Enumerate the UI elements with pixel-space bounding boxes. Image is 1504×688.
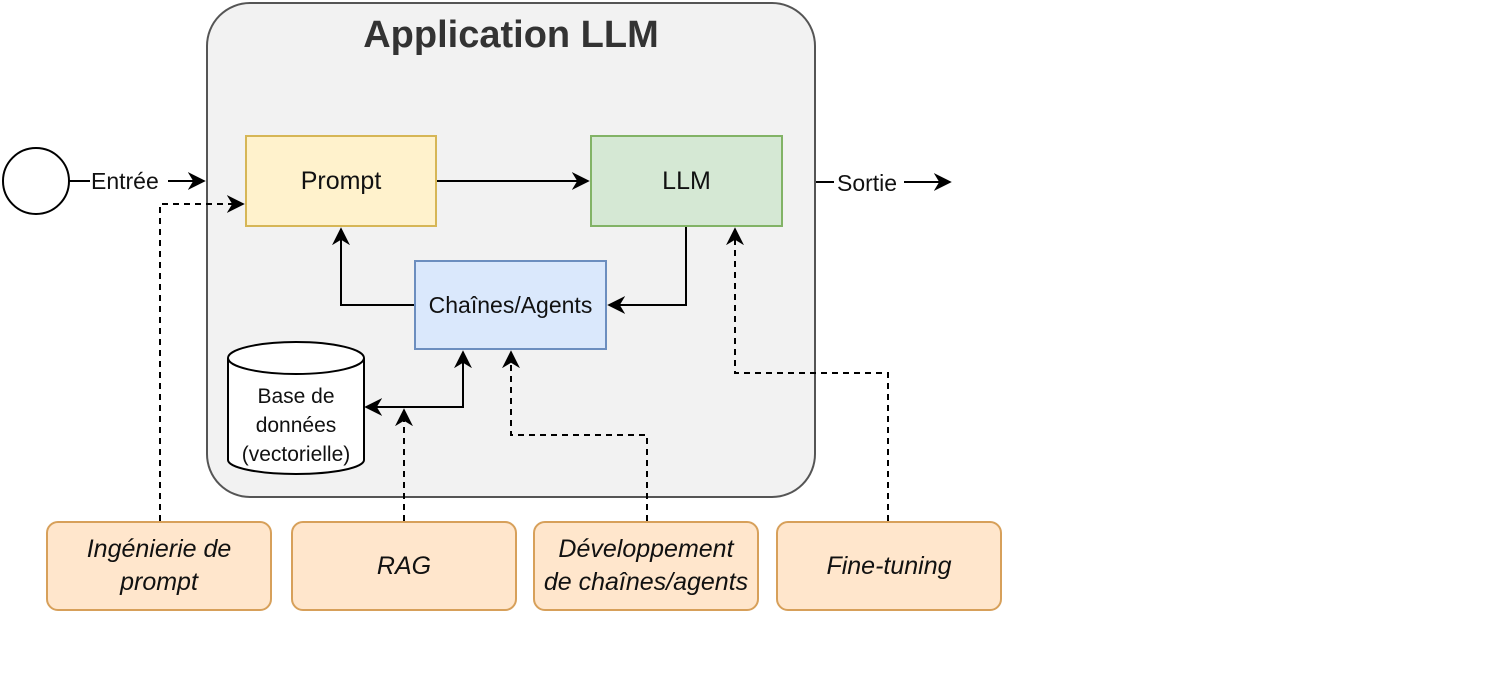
database-to-chains-arrow xyxy=(400,350,472,408)
database-top xyxy=(227,341,365,375)
practice-label-line-1: Développement xyxy=(558,535,734,563)
database-node-label: Base de données (vectorielle) xyxy=(228,382,364,469)
practice-label-line-1: Ingénierie de xyxy=(86,535,232,563)
chains-agents-node[interactable]: Chaînes/Agents xyxy=(414,260,607,350)
chains-agents-node-label: Chaînes/Agents xyxy=(428,291,593,318)
output-label: Sortie xyxy=(837,170,898,196)
practice-prompt-engineering[interactable]: Ingénierie de prompt xyxy=(46,521,272,611)
practice-label-line-1: RAG xyxy=(376,551,432,580)
chain-development-link xyxy=(502,350,648,521)
input-label: Entrée xyxy=(91,168,159,194)
practice-label-line-2: prompt xyxy=(120,568,198,596)
database-label-line-1: Base de xyxy=(257,385,335,408)
prompt-node-label: Prompt xyxy=(300,166,382,195)
database-cylinder xyxy=(227,358,365,475)
fine-tuning-link xyxy=(726,227,889,521)
practice-fine-tuning[interactable]: Fine-tuning xyxy=(776,521,1002,611)
start-circle xyxy=(2,147,70,215)
database-label-line-2: données xyxy=(255,414,337,437)
chains-to-prompt-arrow xyxy=(332,227,414,306)
llm-to-chains-arrow xyxy=(607,227,687,314)
practice-label-line-1: Fine-tuning xyxy=(826,551,952,580)
llm-node-label: LLM xyxy=(662,166,711,195)
database-label-line-3: (vectorielle) xyxy=(241,443,351,466)
diagram-title: Application LLM xyxy=(363,14,659,56)
practice-chain-development[interactable]: Développement de chaînes/agents xyxy=(533,521,759,611)
practice-rag[interactable]: RAG xyxy=(291,521,517,611)
llm-node[interactable]: LLM xyxy=(590,135,783,227)
prompt-node[interactable]: Prompt xyxy=(245,135,437,227)
practice-label-line-2: de chaînes/agents xyxy=(543,568,749,596)
